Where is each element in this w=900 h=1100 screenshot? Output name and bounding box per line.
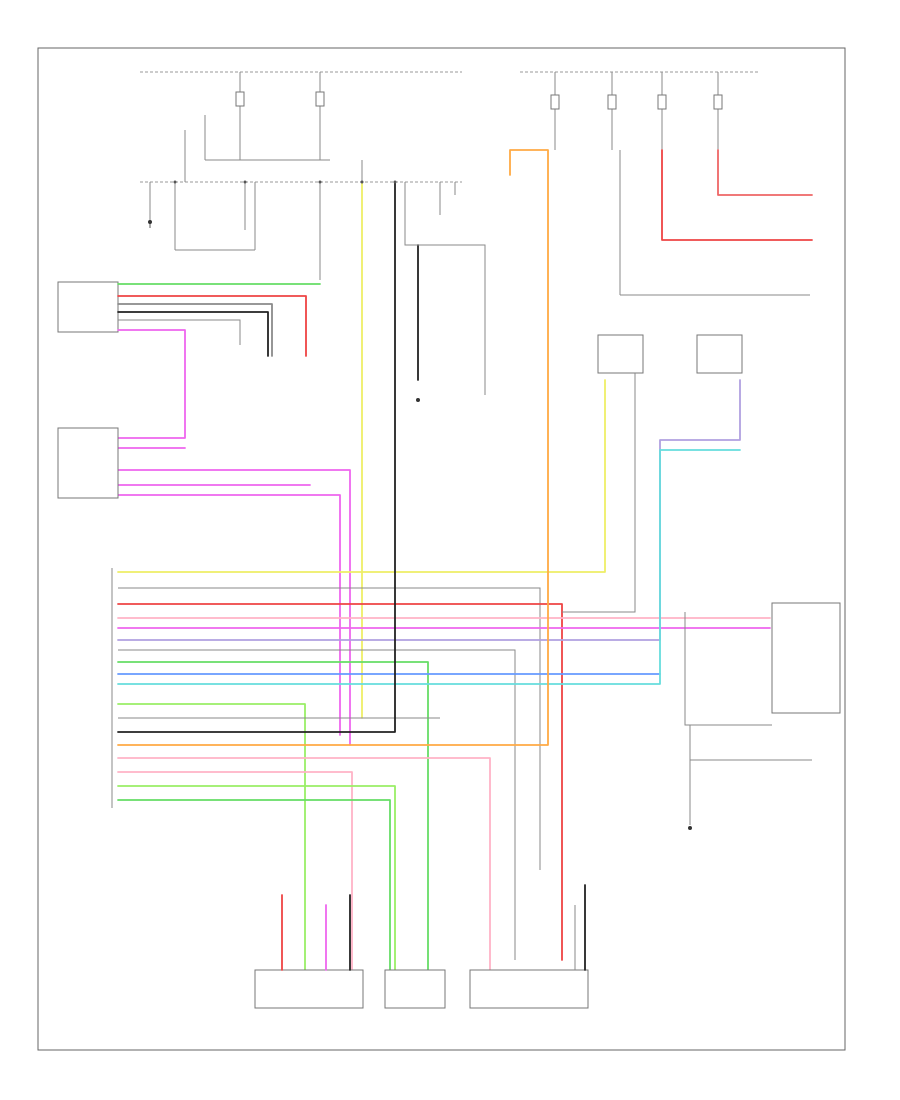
wire-cyan-row: [117, 449, 741, 685]
wire-red-top: [117, 295, 307, 357]
wire-pink-serial-5: [117, 494, 341, 736]
actuator-left: [254, 969, 364, 1009]
wire-lightred-right: [717, 149, 813, 196]
wire-pink-serial-1: [117, 329, 186, 439]
wire-lightgreen-row-1: [117, 703, 306, 971]
right-control-module: [771, 602, 841, 714]
wire-orange-row: [117, 149, 549, 746]
wire-lightgreen-row-2: [117, 785, 396, 971]
actuator-center: [384, 969, 446, 1009]
splice-points: [173, 180, 397, 184]
fuse-block-left: [184, 72, 363, 182]
wire-black-row: [117, 181, 396, 733]
relay-1-output: [562, 373, 636, 613]
left-connector-block: [57, 281, 185, 333]
wire-violet-row: [117, 379, 741, 641]
wire-gray-row-1: [118, 587, 541, 870]
wire-green-row: [117, 661, 429, 971]
wire-gray-top: [117, 303, 273, 357]
splice-drops: [149, 182, 456, 280]
ground-symbol: [148, 220, 152, 228]
body-control-module-box: [57, 427, 119, 499]
wire-red-right-1: [661, 149, 813, 241]
wire-pink-serial-3: [117, 469, 351, 746]
wire-yellow-main: [117, 379, 606, 573]
wire-green-row-2: [117, 799, 391, 971]
wire-black-top: [117, 311, 269, 357]
relay-module-2: [696, 334, 743, 374]
diagram-frame: [37, 47, 846, 1051]
right-module-bus: [684, 612, 772, 726]
actuator-right: [469, 969, 589, 1009]
center-ground: [416, 398, 420, 402]
wire-gray-mid: [118, 319, 241, 345]
wire-red-row: [117, 603, 563, 961]
right-ground: [688, 826, 692, 830]
wire-gray-row-2: [118, 649, 516, 960]
relay-module-1: [597, 334, 644, 374]
wire-lightpink-row-2: [117, 757, 491, 971]
wire-gray-center: [404, 182, 486, 395]
wire-lightpink-row-3: [117, 771, 353, 971]
right-top-feeds: [550, 72, 810, 296]
